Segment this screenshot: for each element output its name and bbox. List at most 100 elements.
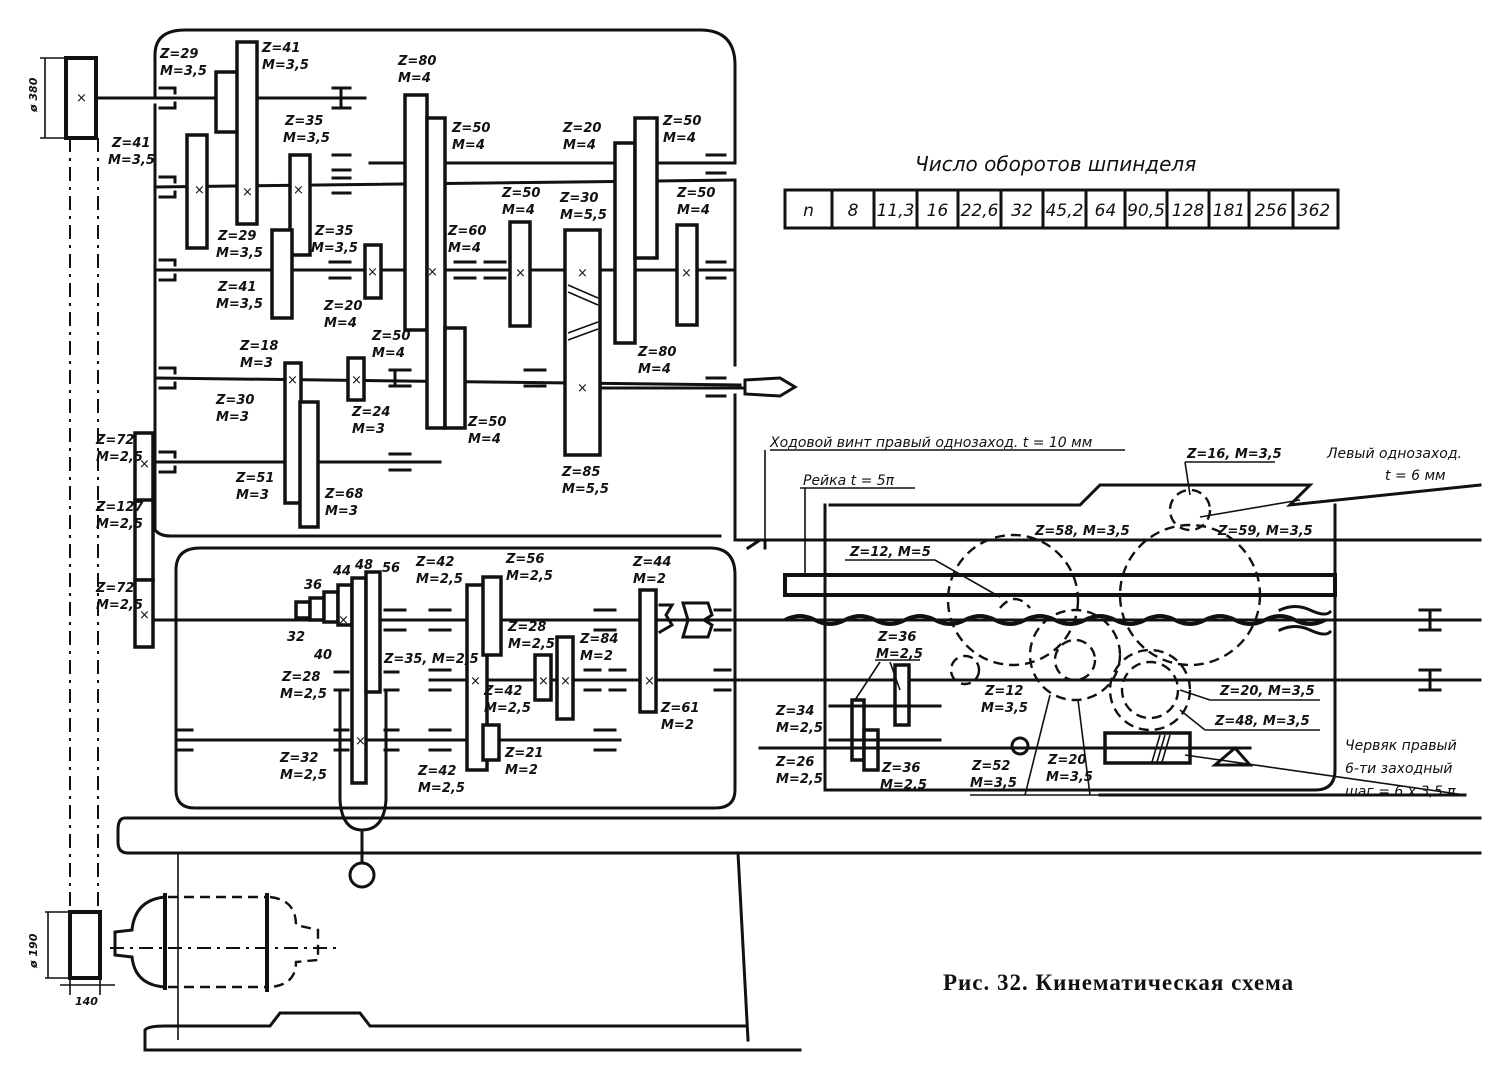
svg-text:44: 44 — [332, 564, 351, 579]
svg-text:M=4: M=4 — [663, 131, 696, 146]
speed-table-cell: 8 — [848, 201, 859, 221]
figure-caption: Рис. 32. Кинематическая схема — [943, 970, 1294, 995]
svg-text:Z=127: Z=127 — [95, 500, 144, 515]
svg-text:×: × — [577, 381, 588, 396]
svg-text:M=3: M=3 — [325, 504, 358, 519]
svg-text:M=2,5: M=2,5 — [280, 687, 327, 702]
svg-text:Z=28: Z=28 — [281, 670, 320, 685]
svg-text:Z=51: Z=51 — [235, 471, 274, 486]
svg-text:M=3,5: M=3,5 — [160, 64, 207, 79]
svg-text:Z=84: Z=84 — [579, 632, 618, 647]
bottom-pulley — [68, 910, 102, 980]
svg-text:M=4: M=4 — [452, 138, 485, 153]
speed-table-cell: 16 — [927, 201, 949, 221]
svg-text:Z=26: Z=26 — [775, 755, 814, 770]
svg-text:Z=50: Z=50 — [451, 121, 490, 136]
svg-text:Z=85: Z=85 — [561, 465, 600, 480]
speed-table-cell: 11,3 — [877, 201, 915, 221]
svg-text:M=4: M=4 — [638, 362, 671, 377]
svg-text:×: × — [560, 674, 571, 689]
svg-text:M=2,5: M=2,5 — [506, 569, 553, 584]
svg-text:Z=72: Z=72 — [95, 433, 134, 448]
svg-text:56: 56 — [382, 561, 400, 576]
svg-text:M=3: M=3 — [216, 410, 249, 425]
svg-text:Z=30: Z=30 — [559, 191, 598, 206]
svg-text:Z=50: Z=50 — [662, 114, 701, 129]
svg-text:t = 6 мм: t = 6 мм — [1385, 468, 1446, 484]
bearings — [158, 86, 727, 474]
apron-leader-lines — [764, 449, 1466, 796]
svg-text:×: × — [76, 91, 87, 106]
svg-text:M=2,5: M=2,5 — [776, 721, 823, 736]
svg-text:M=3,5: M=3,5 — [262, 58, 309, 73]
svg-text:M=3: M=3 — [236, 488, 269, 503]
svg-text:M=5,5: M=5,5 — [560, 208, 607, 223]
svg-text:×: × — [139, 608, 150, 623]
svg-text:Z=12: Z=12 — [984, 684, 1023, 699]
gear-shift-knob[interactable] — [348, 861, 376, 889]
svg-text:Z=30: Z=30 — [215, 393, 254, 408]
svg-text:36: 36 — [304, 578, 322, 593]
svg-text:M=2,5: M=2,5 — [484, 701, 531, 716]
svg-text:шаг = 6 x 3,5 π: шаг = 6 x 3,5 π — [1345, 784, 1456, 800]
svg-text:×: × — [242, 185, 253, 200]
svg-text:M=2,5: M=2,5 — [418, 781, 465, 796]
svg-text:×: × — [538, 674, 549, 689]
svg-text:M=4: M=4 — [372, 346, 405, 361]
svg-text:M=4: M=4 — [502, 203, 535, 218]
svg-text:M=2,5: M=2,5 — [416, 572, 463, 587]
apron-gear-circles — [946, 488, 1262, 732]
svg-text:Z=58, M=3,5: Z=58, M=3,5 — [1034, 524, 1130, 539]
svg-text:×: × — [139, 457, 150, 472]
svg-text:M=3,5: M=3,5 — [283, 131, 330, 146]
svg-text:×: × — [351, 373, 362, 388]
svg-text:Z=35: Z=35 — [284, 114, 323, 129]
svg-text:Ходовой винт правый однозаход.: Ходовой винт правый однозаход. t = 10 мм — [769, 435, 1093, 451]
bottom-pulley-diameter: ø 190 — [27, 933, 40, 969]
svg-text:Z=50: Z=50 — [467, 415, 506, 430]
bottom-pulley-width: 140 — [75, 995, 98, 1008]
svg-text:Z=32: Z=32 — [279, 751, 318, 766]
svg-text:M=3: M=3 — [352, 422, 385, 437]
speed-table-header: n — [803, 201, 814, 221]
speed-table-cell: 22,6 — [961, 201, 999, 221]
svg-text:×: × — [470, 674, 481, 689]
svg-text:Z=59, M=3,5: Z=59, M=3,5 — [1217, 524, 1313, 539]
apron-labels: Ходовой винт правый однозаход. t = 10 мм… — [769, 435, 1462, 800]
svg-text:M=3,5: M=3,5 — [216, 297, 263, 312]
bed-leg-right — [736, 851, 750, 1042]
svg-text:Левый однозаход.: Левый однозаход. — [1326, 446, 1462, 462]
svg-text:Z=20: Z=20 — [1047, 753, 1086, 768]
gearbox-housing — [174, 546, 737, 810]
speed-table-cell: 362 — [1298, 201, 1330, 221]
svg-text:32: 32 — [287, 630, 305, 645]
svg-text:×: × — [427, 265, 438, 280]
svg-text:Z=16, M=3,5: Z=16, M=3,5 — [1186, 447, 1282, 462]
svg-text:Z=48, M=3,5: Z=48, M=3,5 — [1214, 714, 1310, 729]
top-pulley — [64, 56, 98, 140]
svg-text:M=4: M=4 — [448, 241, 481, 256]
shaft-mount-marks: × × × × × × × × × × × × × — [139, 183, 692, 623]
svg-text:×: × — [194, 183, 205, 198]
svg-text:×: × — [338, 613, 349, 628]
speed-table-title: Число оборотов шпинделя — [915, 152, 1196, 176]
electric-motor — [110, 893, 340, 992]
speed-table-cell: 181 — [1213, 201, 1245, 221]
svg-text:M=3,5: M=3,5 — [970, 776, 1017, 791]
svg-text:Z=72: Z=72 — [95, 581, 134, 596]
svg-text:M=2,5: M=2,5 — [876, 647, 923, 662]
svg-text:Z=42: Z=42 — [483, 684, 522, 699]
spindle-nose — [743, 376, 798, 398]
svg-text:M=2: M=2 — [580, 649, 613, 664]
svg-text:Z=61: Z=61 — [660, 701, 699, 716]
gear-shift-fork — [338, 688, 388, 864]
svg-text:Z=50: Z=50 — [371, 329, 410, 344]
svg-text:Z=29: Z=29 — [159, 47, 198, 62]
svg-text:M=4: M=4 — [563, 138, 596, 153]
svg-text:Z=20: Z=20 — [562, 121, 601, 136]
svg-text:Z=44: Z=44 — [632, 555, 671, 570]
svg-text:40: 40 — [313, 648, 332, 663]
svg-text:M=4: M=4 — [677, 203, 710, 218]
svg-text:M=3,5: M=3,5 — [311, 241, 358, 256]
speed-table-cell: 90,5 — [1127, 201, 1165, 221]
